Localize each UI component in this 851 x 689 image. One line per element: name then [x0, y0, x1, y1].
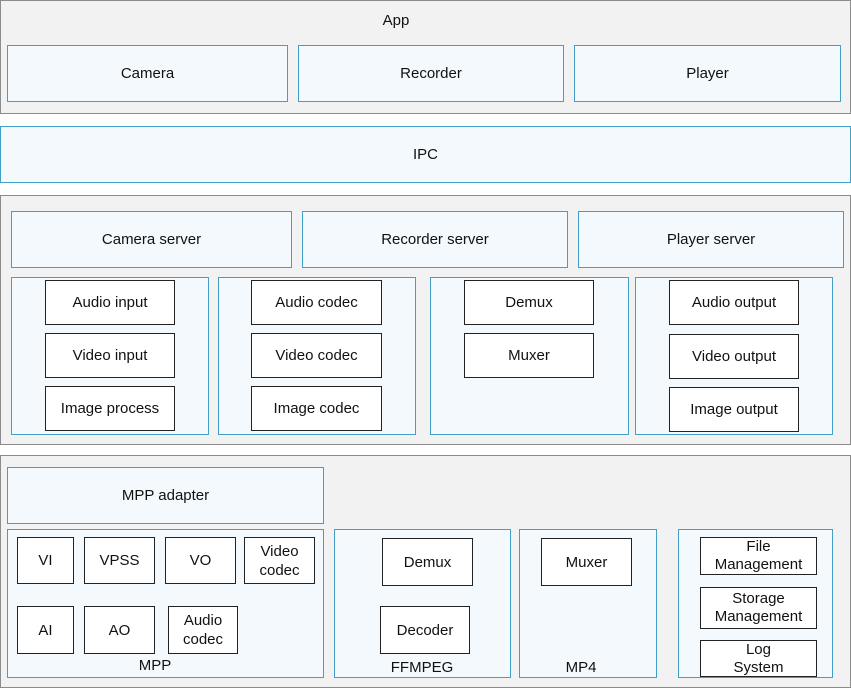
ffmpeg-decoder-box: Decoder: [380, 606, 470, 654]
mp4-label: MP4: [565, 659, 597, 676]
ffmpeg-demux-box: Demux: [382, 538, 473, 586]
image-codec-box: Image codec: [251, 386, 382, 431]
vo-box: VO: [165, 537, 236, 584]
mpp-label: MPP: [138, 657, 172, 674]
app-layer-title: App: [382, 12, 410, 29]
player-box: Player: [574, 45, 841, 102]
mpp-adapter-box: MPP adapter: [7, 467, 324, 524]
recorder-box: Recorder: [298, 45, 564, 102]
ipc-box: IPC: [0, 126, 851, 183]
storage-management-box: Storage Management: [700, 587, 817, 629]
ffmpeg-label: FFMPEG: [390, 659, 454, 676]
camera-box: Camera: [7, 45, 288, 102]
mp4-muxer-box: Muxer: [541, 538, 632, 586]
vi-box: VI: [17, 537, 74, 584]
ao-box: AO: [84, 606, 155, 654]
log-system-box: Log System: [700, 640, 817, 677]
recorder-server-box: Recorder server: [302, 211, 568, 268]
demux-box: Demux: [464, 280, 594, 325]
audio-codec-box: Audio codec: [251, 280, 382, 325]
video-codec-box: Video codec: [251, 333, 382, 378]
muxer-box: Muxer: [464, 333, 594, 378]
image-output-box: Image output: [669, 387, 799, 432]
file-management-box: File Management: [700, 537, 817, 575]
video-output-box: Video output: [669, 334, 799, 379]
audio-input-box: Audio input: [45, 280, 175, 325]
camera-server-box: Camera server: [11, 211, 292, 268]
image-process-box: Image process: [45, 386, 175, 431]
vpss-box: VPSS: [84, 537, 155, 584]
audio-output-box: Audio output: [669, 280, 799, 325]
ai-box: AI: [17, 606, 74, 654]
player-server-box: Player server: [578, 211, 844, 268]
audio-codec-hw-box: Audio codec: [168, 606, 238, 654]
video-input-box: Video input: [45, 333, 175, 378]
video-codec-hw-box: Video codec: [244, 537, 315, 584]
